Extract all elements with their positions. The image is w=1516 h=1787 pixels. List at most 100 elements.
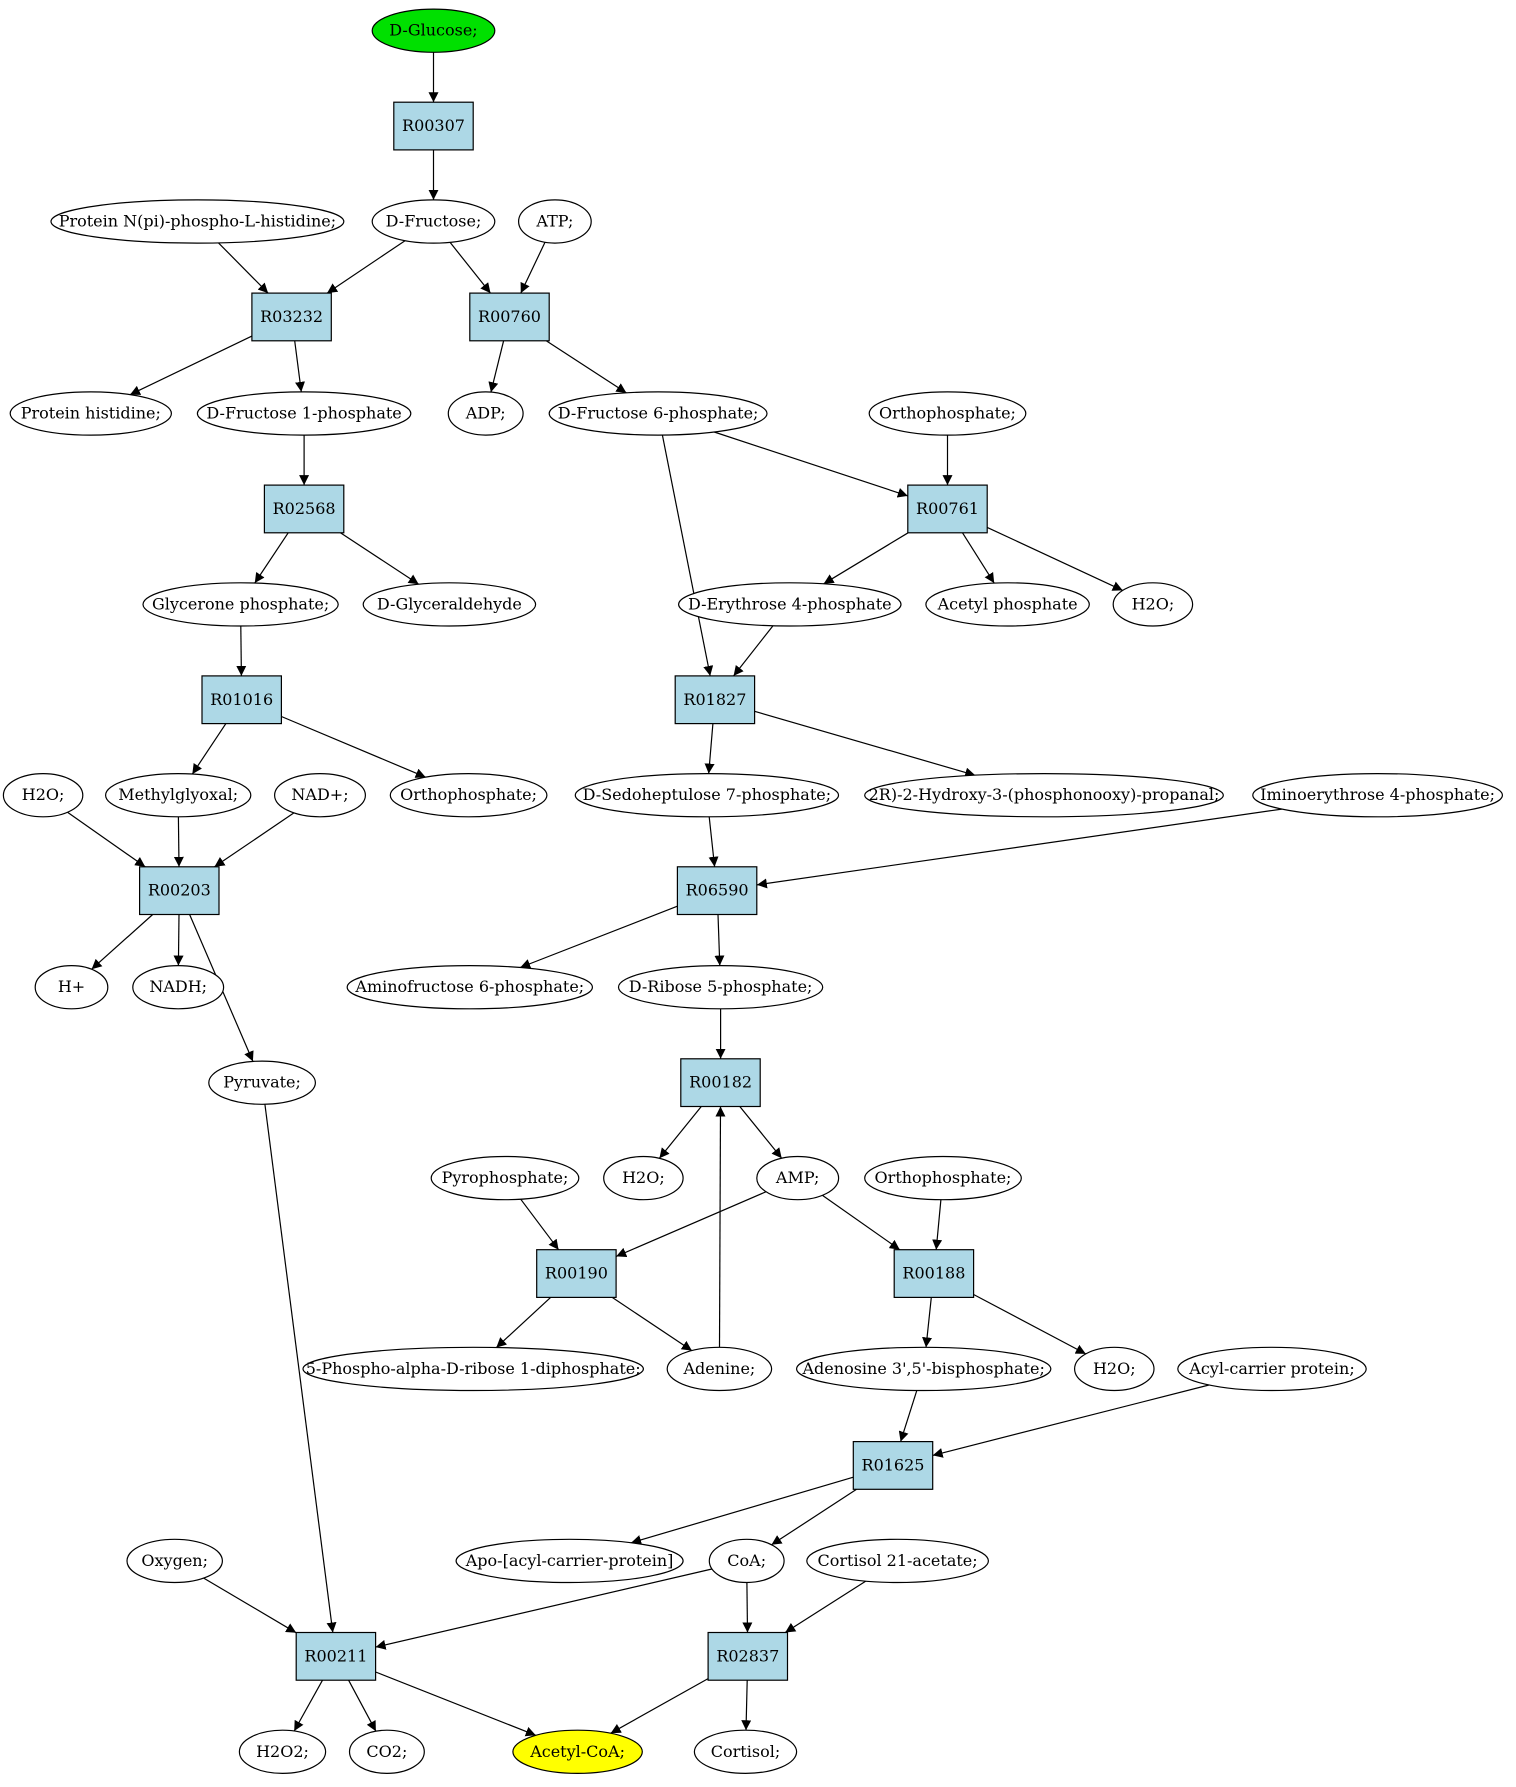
compound-node-h[interactable]: H+ [34, 965, 109, 1010]
reaction-label: R00211 [304, 1646, 367, 1665]
compound-ellipse [346, 965, 593, 1010]
compound-node-amp[interactable]: AMP; [756, 1155, 840, 1201]
compound-node-iminoerythrose-4-phosphate[interactable]: Iminoerythrose 4-phosphate; [1252, 773, 1503, 818]
compound-node-5-phospho-alpha-d-ribose-1-diphosphate[interactable]: 5-Phospho-alpha-D-ribose 1-diphosphate; [302, 1346, 644, 1392]
reaction-node-r01827[interactable]: R01827 [674, 675, 756, 725]
compound-ellipse [104, 773, 252, 818]
compound-label: D-Glyceraldehyde [377, 594, 522, 613]
compound-ellipse [868, 391, 1027, 436]
edge-h2o_b-to-00203 [67, 811, 146, 868]
compound-node-orthophosphate[interactable]: Orthophosphate; [868, 391, 1027, 436]
edge-01625-to-coa [771, 1488, 857, 1546]
compound-ellipse [666, 1346, 773, 1392]
reaction-label: R03232 [260, 307, 323, 326]
compound-node-co2[interactable]: CO2; [348, 1729, 425, 1775]
edge-amp-to-00190 [615, 1191, 767, 1258]
reaction-box [263, 484, 345, 534]
reaction-node-r02568[interactable]: R02568 [263, 484, 345, 534]
compound-node-adenosine-3-5-bisphosphate[interactable]: Adenosine 3',5'-bisphosphate; [796, 1346, 1052, 1392]
compound-label: NADH; [149, 977, 207, 996]
compound-node-h2o[interactable]: H2O; [603, 1155, 684, 1201]
reaction-node-r00761[interactable]: R00761 [907, 484, 988, 534]
compound-node-pyrophosphate[interactable]: Pyrophosphate; [430, 1155, 580, 1201]
compound-node-nadh[interactable]: NADH; [132, 965, 225, 1010]
compound-node-h2o[interactable]: H2O; [2, 773, 84, 818]
compound-node-acyl-carrier-protein[interactable]: Acyl-carrier protein; [1177, 1346, 1367, 1392]
compound-node-acetyl-coa[interactable]: Acetyl-CoA; [512, 1729, 643, 1775]
reaction-node-r03232[interactable]: R03232 [251, 292, 332, 342]
compound-node-protein-n-pi-phospho-l-histidine[interactable]: Protein N(pi)-phospho-L-histidine; [50, 199, 345, 244]
compound-node-apo-acyl-carrier-protein[interactable]: Apo-[acyl-carrier-protein] [455, 1538, 684, 1584]
compound-label: NAD+; [291, 785, 348, 804]
reaction-node-r00307[interactable]: R00307 [393, 101, 474, 151]
reaction-label: R01625 [862, 1456, 925, 1475]
compound-node-cortisol[interactable]: Cortisol; [693, 1729, 798, 1775]
reaction-box [852, 1440, 934, 1490]
compound-ellipse [371, 8, 496, 53]
compound-node-d-fructose-1-phosphate[interactable]: D-Fructose 1-phosphate [196, 391, 412, 436]
reaction-box [674, 675, 756, 725]
compound-node-protein-histidine[interactable]: Protein histidine; [9, 391, 173, 436]
compound-node-d-ribose-5-phosphate[interactable]: D-Ribose 5-phosphate; [617, 965, 824, 1010]
edge-atp-to-00760 [520, 242, 546, 294]
reaction-label: R00760 [478, 307, 541, 326]
compound-label: H2O; [22, 785, 65, 804]
compound-node-h2o[interactable]: H2O; [1074, 1346, 1155, 1392]
reaction-label: R00182 [689, 1073, 752, 1092]
compound-label: Cortisol; [711, 1742, 780, 1761]
compound-node-d-glyceraldehyde[interactable]: D-Glyceraldehyde [362, 582, 537, 627]
compound-node-2r-2-hydroxy-3-phosphonooxy-propanal[interactable]: 2R)-2-Hydroxy-3-(phosphonooxy)-propanal; [864, 773, 1224, 818]
reaction-node-r00203[interactable]: R00203 [139, 866, 220, 916]
edge-02568-to-glyceronep [254, 532, 289, 584]
compound-node-aminofructose-6-phosphate[interactable]: Aminofructose 6-phosphate; [346, 965, 593, 1010]
reaction-node-r01625[interactable]: R01625 [852, 1440, 934, 1490]
compound-node-adenine[interactable]: Adenine; [666, 1346, 773, 1392]
compound-node-coa[interactable]: CoA; [708, 1538, 785, 1584]
reaction-box [139, 866, 220, 916]
reaction-node-r06590[interactable]: R06590 [676, 866, 758, 916]
compound-node-methylglyoxal[interactable]: Methylglyoxal; [104, 773, 252, 818]
reaction-label: R00190 [545, 1264, 608, 1283]
compound-node-orthophosphate[interactable]: Orthophosphate; [864, 1155, 1022, 1201]
reaction-node-r02837[interactable]: R02837 [707, 1631, 789, 1681]
compound-ellipse [50, 199, 345, 244]
reaction-node-r00188[interactable]: R00188 [893, 1249, 975, 1298]
reaction-box [536, 1249, 617, 1298]
compound-node-atp[interactable]: ATP; [518, 199, 592, 244]
compound-label: Pyrophosphate; [442, 1168, 569, 1187]
compound-label: Protein N(pi)-phospho-L-histidine; [59, 212, 336, 231]
edge-02568-to-glyceraldehyde [340, 532, 420, 585]
compound-node-h2o[interactable]: H2O; [1112, 582, 1194, 627]
compound-node-oxygen[interactable]: Oxygen; [126, 1538, 224, 1584]
compound-node-adp[interactable]: ADP; [447, 391, 524, 436]
compound-label: H2O; [1093, 1359, 1136, 1378]
reaction-node-r00760[interactable]: R00760 [469, 292, 550, 342]
compound-node-d-erythrose-4-phosphate[interactable]: D-Erythrose 4-phosphate [677, 582, 902, 627]
compound-node-glycerone-phosphate[interactable]: Glycerone phosphate; [142, 582, 339, 627]
reaction-node-r00211[interactable]: R00211 [295, 1631, 377, 1681]
compound-node-d-glucose[interactable]: D-Glucose; [371, 8, 496, 53]
compound-node-cortisol-21-acetate[interactable]: Cortisol 21-acetate; [806, 1538, 989, 1584]
reaction-node-r00190[interactable]: R00190 [536, 1249, 617, 1298]
reaction-node-r01016[interactable]: R01016 [201, 675, 283, 725]
compound-node-d-fructose-6-phosphate[interactable]: D-Fructose 6-phosphate; [548, 391, 768, 436]
compound-label: Apo-[acyl-carrier-protein] [465, 1551, 674, 1570]
compound-ellipse [617, 965, 824, 1010]
compound-node-orthophosphate[interactable]: Orthophosphate; [389, 773, 548, 818]
compound-node-acetyl-phosphate[interactable]: Acetyl phosphate [925, 582, 1090, 627]
edge-01827-to-s7p [704, 723, 715, 774]
edge-00203-to-hplus [91, 914, 154, 970]
compound-label: H2O2; [256, 1742, 309, 1761]
reaction-node-r00182[interactable]: R00182 [680, 1058, 761, 1108]
compound-label: Adenine; [682, 1359, 755, 1378]
edge-00760-to-adp [488, 340, 505, 393]
compound-node-h2o2[interactable]: H2O2; [238, 1729, 327, 1775]
compound-node-d-fructose[interactable]: D-Fructose; [371, 199, 496, 244]
compound-node-d-sedoheptulose-7-phosphate[interactable]: D-Sedoheptulose 7-phosphate; [574, 773, 840, 818]
edge-00188-to-h2o_d [973, 1293, 1087, 1355]
compound-ellipse [389, 773, 548, 818]
compound-node-pyruvate[interactable]: Pyruvate; [208, 1060, 317, 1105]
compound-node-nad[interactable]: NAD+; [274, 773, 367, 818]
edge-03232-to-f1p [294, 340, 305, 392]
